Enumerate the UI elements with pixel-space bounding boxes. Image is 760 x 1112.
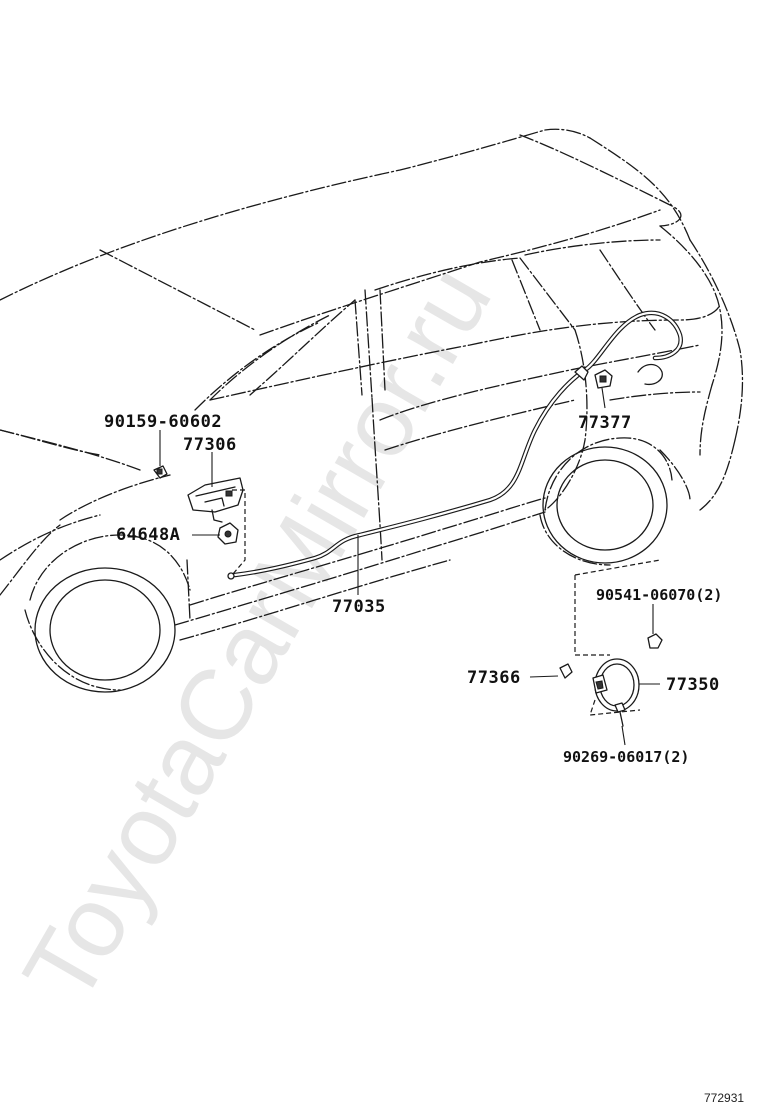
part-label-90269-06017: 90269-06017(2) xyxy=(563,748,689,766)
part-label-77035: 77035 xyxy=(332,597,386,617)
part-label-77350: 77350 xyxy=(666,675,720,695)
part-label-77377: 77377 xyxy=(578,413,632,433)
nut-icon xyxy=(647,633,663,649)
bolt-icon xyxy=(153,465,168,479)
part-label-77306: 77306 xyxy=(183,435,237,455)
fuel-lid-opener-cable xyxy=(227,310,683,580)
part-label-90541-06070: 90541-06070(2) xyxy=(596,586,722,604)
part-label-77366: 77366 xyxy=(467,668,521,688)
lever-guide-line xyxy=(231,489,246,576)
drawing-number: 772931 xyxy=(704,1091,744,1105)
front-wheel xyxy=(34,567,176,693)
part-label-64648a: 64648A xyxy=(116,525,180,545)
screw-icon xyxy=(614,702,626,727)
fuel-lid-assembly-box xyxy=(574,559,661,716)
rear-wheel xyxy=(542,446,668,564)
part-label-90159-60602: 90159-60602 xyxy=(104,412,222,432)
leader-lines xyxy=(159,387,660,746)
switch-icon xyxy=(217,522,239,545)
fuel-lid-opener-lever xyxy=(187,477,244,523)
watermark-text: ToyotaCarMirror.ru xyxy=(2,248,513,1021)
fuel-lid-lock xyxy=(574,363,663,389)
hinge-icon xyxy=(559,663,608,694)
